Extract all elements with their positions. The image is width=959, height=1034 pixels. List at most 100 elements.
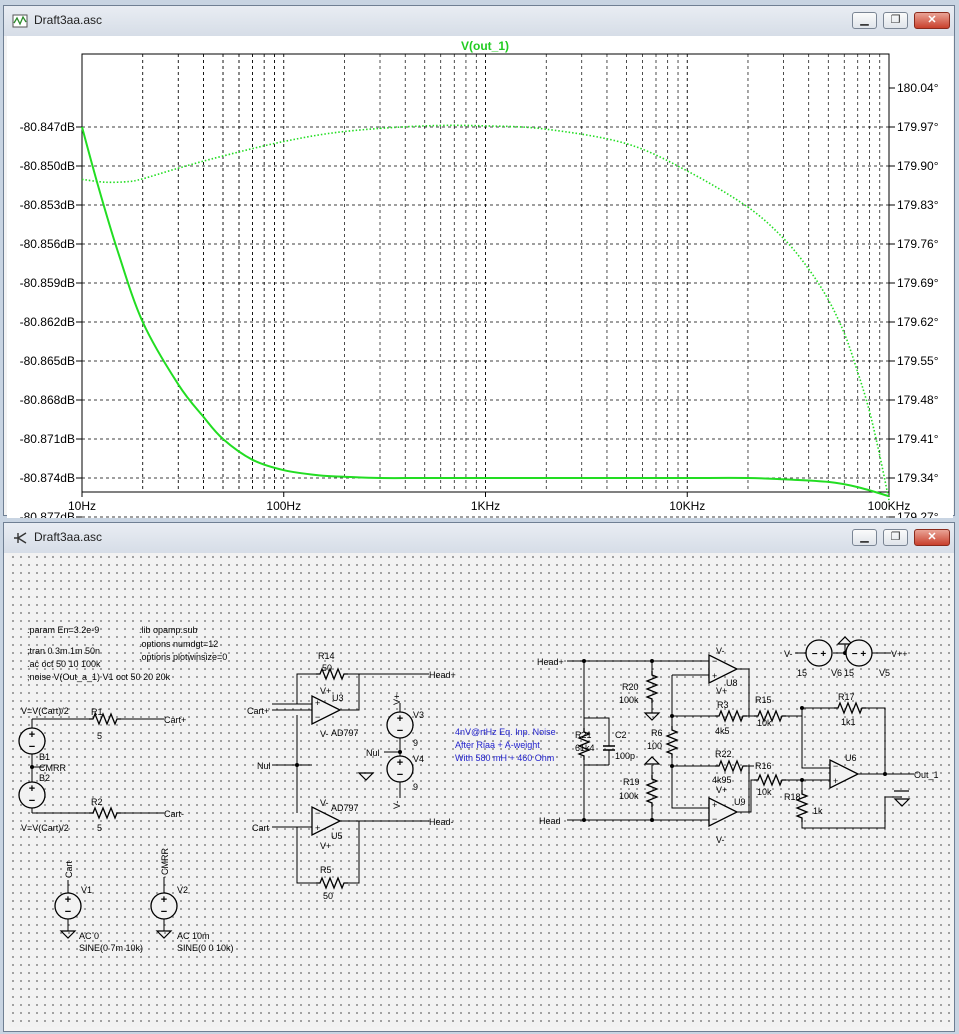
minimize-button[interactable]: ▁ — [852, 12, 877, 29]
u3-vplus: V+ — [320, 686, 331, 696]
r5-label: R5 — [320, 865, 332, 875]
bode-plot[interactable]: -80.847dB-80.850dB-80.853dB-80.856dB-80.… — [7, 36, 953, 524]
close-button[interactable]: ✕ — [914, 12, 950, 29]
net-nul-supply: Nul — [366, 748, 380, 758]
v1-sine[interactable]: SINE(0 7m 10k) — [79, 943, 143, 953]
schematic-drawing[interactable]: + − −+ +− .param En=3.2e-9 .lib opamp.su… — [9, 553, 951, 1027]
v1-ac[interactable]: AC 0 — [79, 931, 99, 941]
v3-source[interactable] — [386, 711, 414, 739]
r22-resistor[interactable] — [714, 760, 748, 772]
r3-label: R3 — [717, 700, 729, 710]
schematic-canvas[interactable]: + − −+ +− .param En=3.2e-9 .lib opamp.su… — [9, 553, 951, 1027]
u9-vminus: V- — [716, 835, 725, 845]
noise-note-2[interactable]: After Riaa + A-weight — [455, 740, 540, 750]
u5-vminus: V- — [320, 798, 329, 808]
u3-model: AD797 — [331, 728, 359, 738]
plot-window-title: Draft3aa.asc — [34, 13, 103, 27]
r3-resistor[interactable] — [714, 710, 748, 722]
b2-label: B2 — [39, 773, 50, 783]
x-tick-label: 1KHz — [471, 499, 500, 513]
axis-ticks: -80.847dB-80.850dB-80.853dB-80.856dB-80.… — [20, 81, 939, 524]
trace-label[interactable]: V(out_1) — [461, 39, 509, 53]
v6-source[interactable]: − + — [805, 639, 833, 667]
r16-label: R16 — [755, 761, 772, 771]
v4-source[interactable] — [386, 755, 414, 783]
schematic-window-title: Draft3aa.asc — [34, 530, 103, 544]
v4-value: 9 — [413, 782, 418, 792]
c2-label: C2 — [615, 730, 627, 740]
phase-trace — [81, 124, 890, 501]
directive-numdgt[interactable]: .options numdgt=12 — [139, 639, 218, 649]
r19-resistor[interactable] — [646, 774, 658, 808]
u5-model: AD797 — [331, 803, 359, 813]
right-tick-label: 179.90° — [897, 159, 939, 173]
plot-window-titlebar[interactable]: Draft3aa.asc ▁ ❐ ✕ — [4, 6, 954, 36]
r20-resistor[interactable] — [646, 670, 658, 704]
b1-expression[interactable]: V=V(Cart)/2 — [21, 706, 69, 716]
right-tick-label: 179.83° — [897, 198, 939, 212]
x-tick-label: 10Hz — [68, 499, 96, 513]
r19-value: 100k — [619, 791, 639, 801]
v3-vplus: V+ — [392, 694, 402, 705]
restore-icon: ❐ — [890, 14, 901, 26]
r2-value: 5 — [97, 823, 102, 833]
b1-source[interactable] — [18, 718, 89, 791]
close-button[interactable]: ✕ — [914, 529, 950, 546]
r14-value: 50 — [322, 663, 332, 673]
r17-resistor[interactable] — [833, 702, 867, 714]
minimize-button[interactable]: ▁ — [852, 529, 877, 546]
r2-label: R2 — [91, 797, 103, 807]
restore-button[interactable]: ❐ — [883, 529, 908, 546]
left-tick-label: -80.853dB — [20, 198, 75, 212]
v2-ac[interactable]: AC 10m — [177, 931, 210, 941]
r6-resistor[interactable] — [666, 725, 678, 759]
right-tick-label: 179.34° — [897, 471, 939, 485]
left-tick-label: -80.871dB — [20, 432, 75, 446]
restore-button[interactable]: ❐ — [883, 12, 908, 29]
right-tick-label: 179.62° — [897, 315, 939, 329]
v2-sine[interactable]: SINE(0 0 10k) — [177, 943, 234, 953]
directive-noise[interactable]: ;noise V(Out_a_1) V1 oct 50 20 20k — [27, 672, 171, 682]
r22-label: R22 — [715, 749, 732, 759]
u3-label: U3 — [332, 693, 344, 703]
net-vpp: V++ — [891, 649, 908, 659]
schematic-window-titlebar[interactable]: Draft3aa.asc ▁ ❐ ✕ — [4, 523, 954, 553]
right-tick-label: 179.76° — [897, 237, 939, 251]
ground-symbol — [358, 772, 374, 781]
directive-ac[interactable]: .ac oct 50 10 100k — [27, 659, 101, 669]
u6-opamp[interactable] — [829, 759, 859, 789]
r6-label: R6 — [651, 728, 663, 738]
left-tick-label: -80.874dB — [20, 471, 75, 485]
plot-grid — [82, 54, 889, 518]
r5-resistor[interactable] — [315, 877, 349, 889]
noise-note-3[interactable]: With 580 mH + 460 Ohm — [455, 753, 554, 763]
u9-label: U9 — [734, 797, 746, 807]
u9-vplus: V+ — [716, 785, 727, 795]
directive-lib[interactable]: .lib opamp.sub — [139, 625, 198, 635]
close-icon: ✕ — [927, 14, 937, 26]
directive-tran[interactable]: ;tran 0 3m 1m 50n — [27, 646, 100, 656]
directive-plotwinsize[interactable]: .options plotwinsize=0 — [139, 652, 227, 662]
directive-param[interactable]: .param En=3.2e-9 — [27, 625, 99, 635]
v1-source[interactable] — [54, 880, 82, 939]
net-cmrr: CMRR — [39, 763, 66, 773]
c2-capacitor[interactable] — [603, 728, 615, 765]
r15-label: R15 — [755, 695, 772, 705]
u6-label: U6 — [845, 753, 857, 763]
v3-value: 9 — [413, 738, 418, 748]
b2-source[interactable] — [18, 781, 89, 814]
b2-expression[interactable]: V=V(Cart)/2 — [21, 823, 69, 833]
r5-value: 50 — [323, 891, 333, 901]
u9-opamp[interactable] — [708, 797, 738, 827]
v1-label: V1 — [81, 885, 92, 895]
v5-source[interactable]: − + — [845, 639, 873, 667]
noise-note-1[interactable]: 4nV@rtHz Eq. Inp. Noise — [455, 727, 556, 737]
v4-vminus: V- — [392, 800, 402, 809]
waveform-plot-area[interactable]: -80.847dB-80.850dB-80.853dB-80.856dB-80.… — [7, 36, 953, 524]
r2-resistor[interactable] — [88, 807, 122, 819]
v6-value: 15 — [844, 668, 854, 678]
net-cart-u5: Cart — [252, 823, 270, 833]
v2-source[interactable] — [150, 877, 178, 939]
net-cmrr-label: CMRR — [160, 848, 170, 875]
r16-resistor[interactable] — [753, 774, 787, 786]
